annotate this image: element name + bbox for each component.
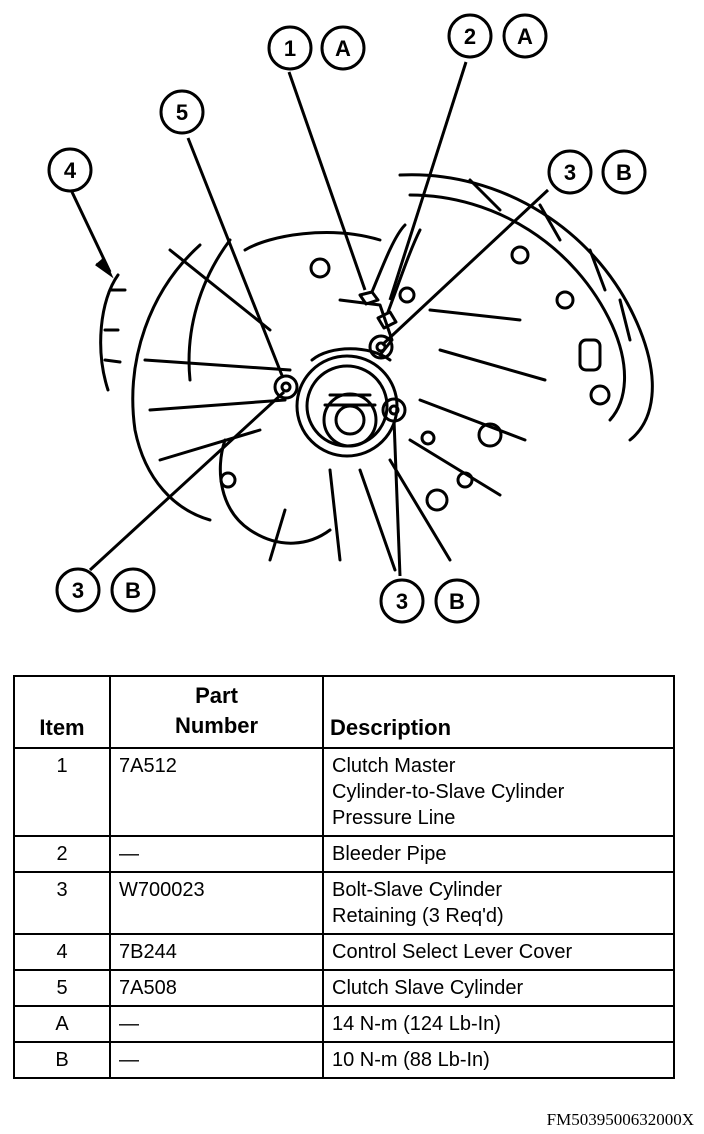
callout-4: 4 [47, 147, 93, 193]
part-number-cell: — [109, 835, 324, 873]
item-cell: 4 [13, 933, 111, 971]
table-header-row: Item Part Number Description [13, 675, 675, 749]
callout-2: 2 A [447, 13, 548, 59]
header-description: Description [322, 675, 675, 749]
callout-3-top: 3 B [547, 149, 647, 195]
description-line: Retaining (3 Req'd) [332, 905, 504, 927]
part-number-cell: 7B244 [109, 933, 324, 971]
item-cell: 1 [13, 747, 111, 837]
table-row: B— 10 N-m (88 Lb-In) [13, 1041, 675, 1079]
header-part-number: Part Number [109, 675, 324, 749]
description-line: 14 N-m (124 Lb-In) [332, 1013, 501, 1035]
part-number-cell: 7A512 [109, 747, 324, 837]
part-number-cell: W700023 [109, 871, 324, 935]
svg-text:B: B [449, 589, 465, 614]
part-number-cell: 7A508 [109, 969, 324, 1007]
description-line: Clutch Master [332, 755, 456, 777]
table-row: 2— Bleeder Pipe [13, 835, 675, 873]
header-item: Item [13, 675, 111, 749]
part-number-cell: — [109, 1005, 324, 1043]
svg-text:5: 5 [176, 100, 188, 125]
svg-text:3: 3 [72, 578, 84, 603]
figure-id: FM5039500632000X [546, 1110, 694, 1129]
callout-3-lower-right: 3 B [379, 578, 480, 624]
svg-text:3: 3 [396, 589, 408, 614]
callout-1: 1 A [267, 25, 366, 71]
header-part-line2: Number [174, 713, 259, 738]
svg-text:1: 1 [284, 36, 296, 61]
transmission-housing-drawing [99, 173, 654, 572]
item-cell: A [13, 1005, 111, 1043]
callout-3-lower-left: 3 B [55, 567, 156, 613]
callout-5: 5 [159, 89, 205, 135]
svg-text:A: A [335, 36, 351, 61]
description-line: Bleeder Pipe [332, 843, 447, 865]
table-row: A— 14 N-m (124 Lb-In) [13, 1005, 675, 1043]
description-cell: Clutch Slave Cylinder [322, 969, 675, 1007]
item-cell: 5 [13, 969, 111, 1007]
description-line: Pressure Line [332, 807, 456, 829]
item-cell: B [13, 1041, 111, 1079]
svg-text:3: 3 [564, 160, 576, 185]
part-number-cell: — [109, 1041, 324, 1079]
item-cell: 2 [13, 835, 111, 873]
leader-lines [70, 61, 550, 577]
description-line: 10 N-m (88 Lb-In) [332, 1049, 490, 1071]
description-line: Clutch Slave Cylinder [332, 977, 524, 999]
description-line: Cylinder-to-Slave Cylinder [332, 781, 565, 803]
description-cell: Bleeder Pipe [322, 835, 675, 873]
slave-cylinder-diagram: 1 A 2 A 3 B 4 5 3 B 3 B [47, 13, 654, 624]
svg-text:2: 2 [464, 24, 476, 49]
svg-text:B: B [616, 160, 632, 185]
description-cell: 10 N-m (88 Lb-In) [322, 1041, 675, 1079]
svg-text:4: 4 [64, 158, 77, 183]
item-cell: 3 [13, 871, 111, 935]
description-line: Bolt-Slave Cylinder [332, 879, 503, 901]
svg-text:A: A [517, 24, 533, 49]
description-cell: 14 N-m (124 Lb-In) [322, 1005, 675, 1043]
description-cell: Control Select Lever Cover [322, 933, 675, 971]
header-part-line1: Part [195, 683, 238, 708]
description-line: Control Select Lever Cover [332, 941, 573, 963]
svg-text:B: B [125, 578, 141, 603]
